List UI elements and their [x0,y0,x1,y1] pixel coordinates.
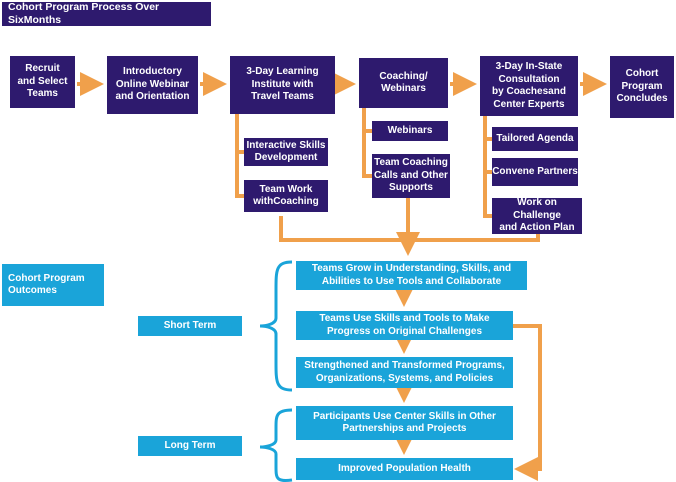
consultation-step: 3-Day In-State Consultation by Coachesan… [480,56,578,116]
consultation-subitem-bracket [483,116,492,218]
coaching-webinars-step: Coaching/ Webinars [359,58,448,108]
short-term-brace [259,260,293,392]
outcome-item: Participants Use Center Skills in Other … [296,406,513,440]
recruit-step: Recruit and Select Teams [10,56,75,108]
webinar-orientation-step: Introductory Online Webinar and Orientat… [107,56,198,114]
outcome-item: Improved Population Health [296,458,513,480]
long-term-label: Long Term [138,436,242,456]
consultation-subitem: Tailored Agenda [492,127,578,151]
institute-subitem: Team Work withCoaching [244,180,328,212]
coaching-subitem-bracket [362,108,372,178]
institute-step: 3-Day Learning Institute with Travel Tea… [230,56,335,114]
institute-subitem: Interactive Skills Development [244,138,328,166]
outcome-item: Teams Use Skills and Tools to Make Progr… [296,311,513,340]
outcome-item: Teams Grow in Understanding, Skills, and… [296,261,527,290]
short-term-label: Short Term [138,316,242,336]
coaching-subitem: Webinars [372,121,448,141]
institute-subitem-bracket [235,114,244,198]
outcome-item: Strengthened and Transformed Programs, O… [296,357,513,388]
diagram-title: Cohort Program Process Over SixMonths [2,1,211,26]
outcomes-heading: Cohort Program Outcomes [2,264,104,306]
concludes-step: Cohort Program Concludes [610,56,674,118]
right-loop-arrow [513,324,542,481]
consultation-subitem: Convene Partners [492,158,578,186]
consultation-subitem: Work on Challenge and Action Plan [492,197,582,234]
coaching-subitem: Team Coaching Calls and Other Supports [372,154,450,198]
long-term-brace [259,408,293,482]
